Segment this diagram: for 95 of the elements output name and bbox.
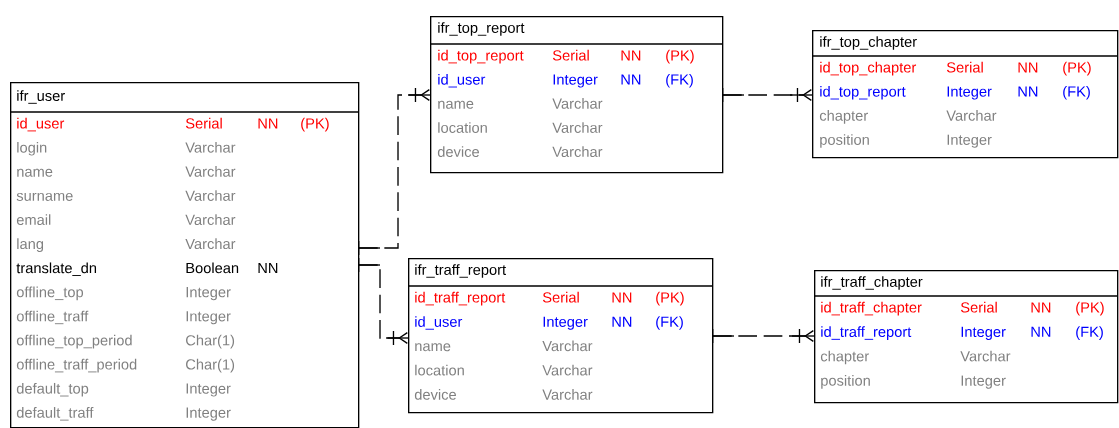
key-marker: (PK) xyxy=(666,49,694,64)
data-type: Varchar xyxy=(542,364,593,376)
column-name: name xyxy=(415,343,451,352)
constraint: NN xyxy=(258,263,278,274)
data-type: Varchar xyxy=(542,340,593,352)
column-name: offline_traff xyxy=(16,310,89,325)
table-box xyxy=(429,16,724,174)
data-type: Varchar xyxy=(960,350,1011,362)
key-marker: (PK) xyxy=(301,117,329,132)
table-box xyxy=(9,82,360,428)
data-type: Varchar xyxy=(185,190,236,201)
constraint: NN xyxy=(1018,86,1038,97)
data-type: Varchar xyxy=(185,214,236,225)
key-marker: (PK) xyxy=(1076,301,1104,316)
relationship-line xyxy=(711,328,815,344)
constraint: NN xyxy=(1031,326,1051,337)
relationship-line xyxy=(357,87,431,256)
table-box xyxy=(407,258,714,414)
column-name: offline_top_period xyxy=(16,334,132,349)
data-type: Integer xyxy=(186,383,231,397)
data-type: Serial xyxy=(542,291,579,303)
data-type: Integer xyxy=(186,287,231,301)
constraint: NN xyxy=(1018,62,1038,73)
data-type: Char(1) xyxy=(186,358,235,373)
table-title: ifr_top_chapter xyxy=(820,36,917,50)
table-box xyxy=(811,30,1119,159)
column-name: id_user xyxy=(415,316,463,330)
column-name: default_top xyxy=(16,382,89,397)
column-name: default_traff xyxy=(16,407,94,421)
column-name: id_user xyxy=(438,73,486,88)
relationship-line xyxy=(721,87,813,103)
table-title: ifr_user xyxy=(17,90,65,104)
constraint: NN xyxy=(621,74,641,85)
relationship-line xyxy=(357,257,409,346)
key-marker: (PK) xyxy=(656,291,684,306)
data-type: Integer xyxy=(553,74,598,88)
data-type: Varchar xyxy=(185,166,236,177)
data-type: Varchar xyxy=(185,238,236,250)
column-name: id_top_report xyxy=(438,49,524,64)
data-type: Varchar xyxy=(552,146,603,157)
constraint: NN xyxy=(612,292,632,303)
key-marker: (FK) xyxy=(1063,85,1090,100)
column-name: name xyxy=(438,100,474,109)
column-name: id_traff_report xyxy=(821,326,912,340)
data-type: Varchar xyxy=(185,141,236,153)
data-type: Integer xyxy=(186,407,231,421)
data-type: Serial xyxy=(552,49,589,61)
column-name: id_user xyxy=(17,117,65,132)
data-type: Boolean xyxy=(186,262,239,274)
table-title: ifr_top_report xyxy=(438,22,525,36)
data-type: Varchar xyxy=(542,389,593,400)
data-type: Char(1) xyxy=(186,334,235,349)
data-type: Varchar xyxy=(946,110,997,121)
column-name: surname xyxy=(16,192,73,201)
key-marker: (FK) xyxy=(666,73,693,88)
data-type: Serial xyxy=(946,61,983,73)
data-type: Integer xyxy=(947,86,992,100)
table-title: ifr_traff_report xyxy=(415,264,506,278)
data-type: Varchar xyxy=(552,98,603,109)
constraint: NN xyxy=(1031,302,1051,313)
key-marker: (FK) xyxy=(656,316,683,330)
data-type: Varchar xyxy=(552,122,603,133)
data-type: Integer xyxy=(543,316,588,330)
column-name: id_traff_report xyxy=(415,291,506,306)
data-type: Integer xyxy=(961,326,1006,340)
column-name: offline_traff_period xyxy=(16,358,137,373)
data-type: Serial xyxy=(960,301,997,313)
column-name: device xyxy=(437,146,479,157)
key-marker: (PK) xyxy=(1063,61,1091,76)
column-name: offline_top xyxy=(16,286,84,301)
column-name: id_traff_chapter xyxy=(821,301,922,316)
table-title: ifr_traff_chapter xyxy=(821,276,923,290)
column-name: id_top_chapter xyxy=(820,61,917,76)
key-marker: (FK) xyxy=(1076,326,1103,340)
constraint: NN xyxy=(621,50,641,61)
column-name: login xyxy=(17,141,47,156)
data-type: Integer xyxy=(947,134,992,148)
column-name: position xyxy=(821,375,870,389)
column-name: name xyxy=(17,168,53,177)
data-type: Integer xyxy=(961,375,1006,389)
column-name: device xyxy=(414,389,456,400)
data-type: Serial xyxy=(185,117,222,129)
column-name: email xyxy=(16,214,51,225)
column-name: chapter xyxy=(820,350,869,365)
data-type: Integer xyxy=(186,311,231,325)
column-name: location xyxy=(415,364,464,376)
column-name: position xyxy=(820,134,869,148)
column-name: chapter xyxy=(819,110,868,124)
constraint: NN xyxy=(612,316,632,327)
constraint: NN xyxy=(258,118,278,129)
table-box xyxy=(813,270,1119,404)
column-name: translate_dn xyxy=(16,262,96,276)
column-name: location xyxy=(438,122,487,133)
column-name: id_top_report xyxy=(820,85,906,100)
column-name: lang xyxy=(17,238,44,252)
